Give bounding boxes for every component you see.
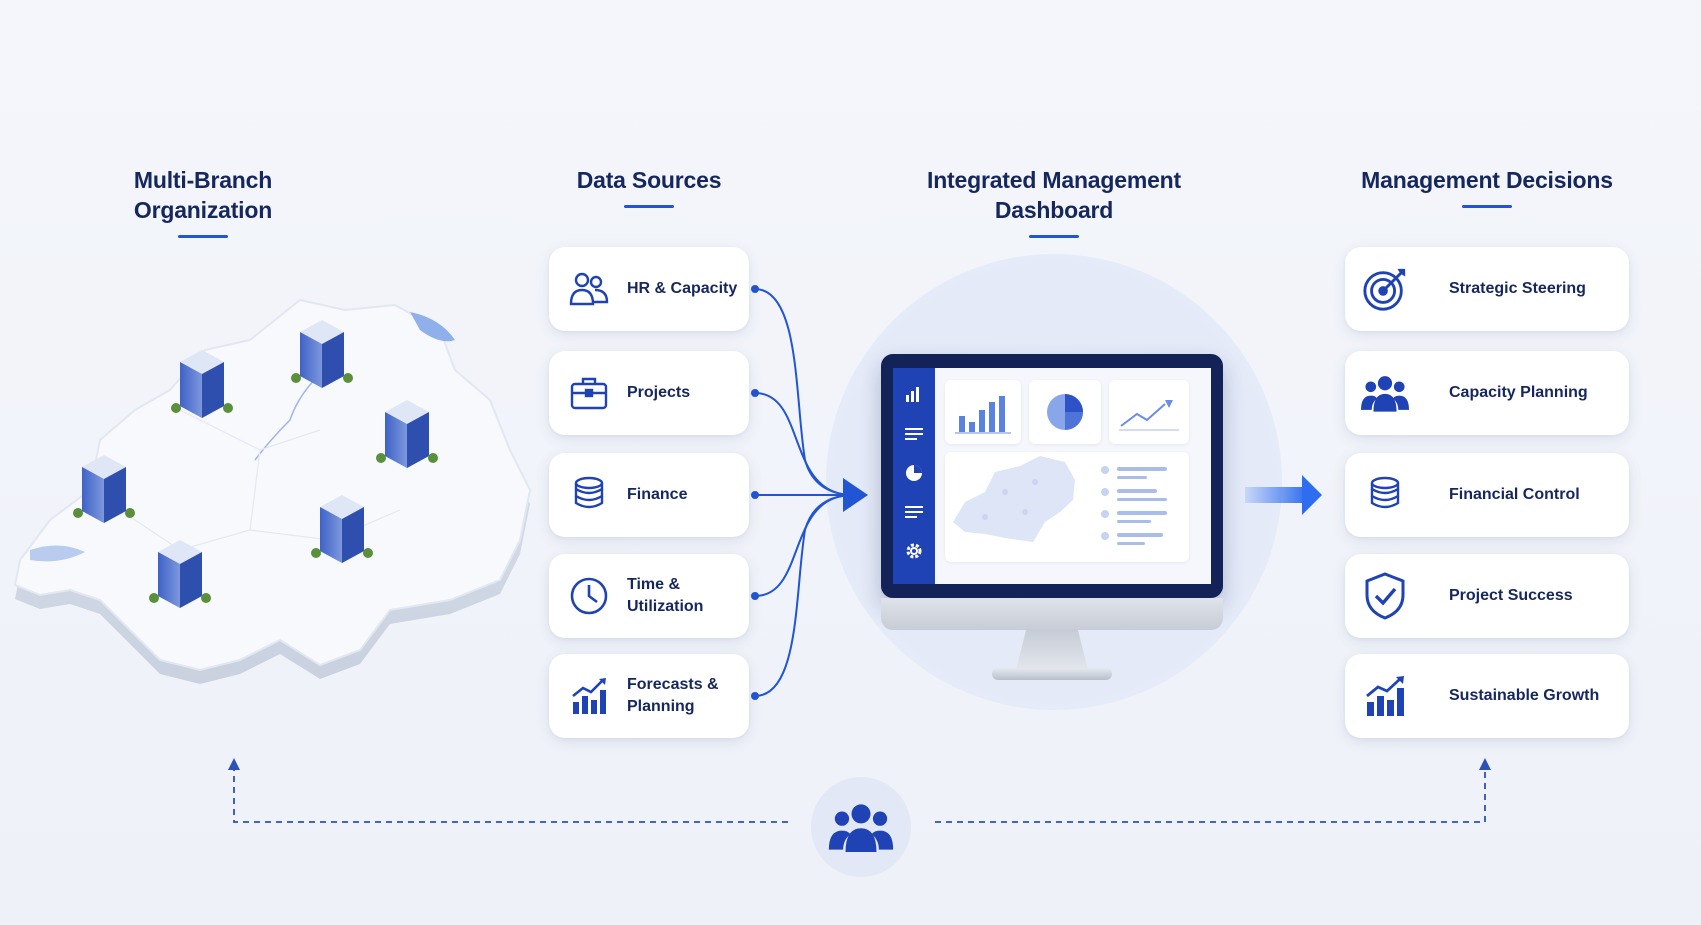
decision-card-financial[interactable]: Financial Control xyxy=(1345,453,1629,537)
map-top xyxy=(13,298,532,672)
org-title-line1: Multi-Branch xyxy=(133,167,273,193)
output-arrow-shaft xyxy=(1245,487,1307,503)
connector-dot xyxy=(751,692,759,700)
source-card-time[interactable]: Time & Utilization xyxy=(549,554,749,638)
dashboard-monitor xyxy=(881,354,1223,598)
feedback-arrow-right-icon xyxy=(1479,758,1491,770)
people-outline-icon xyxy=(565,265,613,313)
source-card-hr[interactable]: HR & Capacity xyxy=(549,247,749,331)
building-icon xyxy=(73,455,135,523)
decisions-title-underline xyxy=(1462,205,1512,208)
building-icon xyxy=(311,495,373,563)
lake-west-icon xyxy=(30,545,85,562)
source-label-forecasts-line1: Forecasts & xyxy=(627,676,719,693)
building-icon xyxy=(376,400,438,468)
growth-chart-icon xyxy=(565,672,613,720)
dashboard-title-line2: Dashboard xyxy=(994,197,1114,223)
feedback-arrow-left-icon xyxy=(228,758,240,770)
connector-hr xyxy=(754,288,856,496)
target-icon xyxy=(1361,265,1409,313)
connector-time xyxy=(754,494,856,597)
source-label-time-line1: Time & xyxy=(627,576,681,593)
arrowhead-icon xyxy=(843,478,868,512)
output-arrow-head-icon xyxy=(1302,475,1322,515)
org-title-line2: Organization xyxy=(133,197,273,223)
decision-card-capacity[interactable]: Capacity Planning xyxy=(1345,351,1629,435)
feedback-loop-right xyxy=(935,768,1486,823)
building-icon xyxy=(291,320,353,388)
connector-forecasts xyxy=(754,494,856,697)
source-label-finance: Finance xyxy=(627,486,688,503)
building-icon xyxy=(149,540,211,608)
shield-check-icon xyxy=(1361,572,1409,620)
border-lines xyxy=(119,409,401,551)
list-icon xyxy=(905,426,923,442)
connector-dot xyxy=(751,285,759,293)
sources-title: Data Sources xyxy=(549,165,749,208)
stakeholders-badge xyxy=(811,777,911,877)
dashboard-sidebar xyxy=(893,368,935,584)
source-label-forecasts: Forecasts & Planning xyxy=(627,674,719,718)
sources-title-underline xyxy=(624,205,674,208)
decision-label-strategic: Strategic Steering xyxy=(1449,280,1586,297)
decision-card-strategic[interactable]: Strategic Steering xyxy=(1345,247,1629,331)
source-label-time: Time & Utilization xyxy=(627,574,703,618)
connector-projects xyxy=(754,392,856,496)
coins-icon xyxy=(565,471,613,519)
coins-icon xyxy=(1361,471,1409,519)
team-icon xyxy=(1361,369,1409,417)
map-panel xyxy=(945,452,1189,562)
org-title-underline xyxy=(178,235,228,238)
source-label-time-line2: Utilization xyxy=(627,598,704,615)
building-icon xyxy=(171,350,233,418)
decisions-title-text: Management Decisions xyxy=(1361,167,1613,193)
source-label-forecasts-line2: Planning xyxy=(627,698,695,715)
decision-label-project: Project Success xyxy=(1449,587,1573,604)
briefcase-icon xyxy=(565,369,613,417)
decision-card-project[interactable]: Project Success xyxy=(1345,554,1629,638)
line-chart-panel xyxy=(1109,380,1189,444)
pie-chart-icon xyxy=(905,464,923,482)
lake-icon xyxy=(410,312,455,342)
sources-title-text: Data Sources xyxy=(576,167,722,193)
dashboard-title-line1: Integrated Management xyxy=(927,167,1181,193)
dashboard-screen xyxy=(893,368,1211,584)
connector-dot xyxy=(751,389,759,397)
decision-label-financial: Financial Control xyxy=(1449,486,1580,503)
monitor-base xyxy=(992,668,1112,680)
org-title: Multi-Branch Organization xyxy=(103,165,303,238)
source-card-projects[interactable]: Projects xyxy=(549,351,749,435)
source-label-hr: HR & Capacity xyxy=(627,280,738,297)
bar-chart-panel xyxy=(945,380,1021,444)
source-card-finance[interactable]: Finance xyxy=(549,453,749,537)
connector-dot xyxy=(751,592,759,600)
dashboard-title: Integrated Management Dashboard xyxy=(904,165,1204,238)
branch-map xyxy=(13,298,532,684)
decision-label-capacity: Capacity Planning xyxy=(1449,384,1588,401)
clock-icon xyxy=(565,572,613,620)
decision-label-growth: Sustainable Growth xyxy=(1449,687,1600,704)
source-card-forecasts[interactable]: Forecasts & Planning xyxy=(549,654,749,738)
feedback-loop-left xyxy=(233,768,788,823)
bar-chart-icon xyxy=(905,386,923,402)
source-label-projects: Projects xyxy=(627,384,691,401)
gear-icon xyxy=(905,542,923,560)
team-icon xyxy=(828,804,894,852)
monitor-stand xyxy=(1016,630,1088,670)
decision-card-growth[interactable]: Sustainable Growth xyxy=(1345,654,1629,738)
monitor-chin xyxy=(881,598,1223,630)
list-icon xyxy=(905,504,923,520)
decisions-title: Management Decisions xyxy=(1345,165,1629,208)
pie-chart-panel xyxy=(1029,380,1101,444)
dashboard-title-underline xyxy=(1029,235,1079,238)
connector-dot xyxy=(751,491,759,499)
growth-chart-icon xyxy=(1361,672,1409,720)
